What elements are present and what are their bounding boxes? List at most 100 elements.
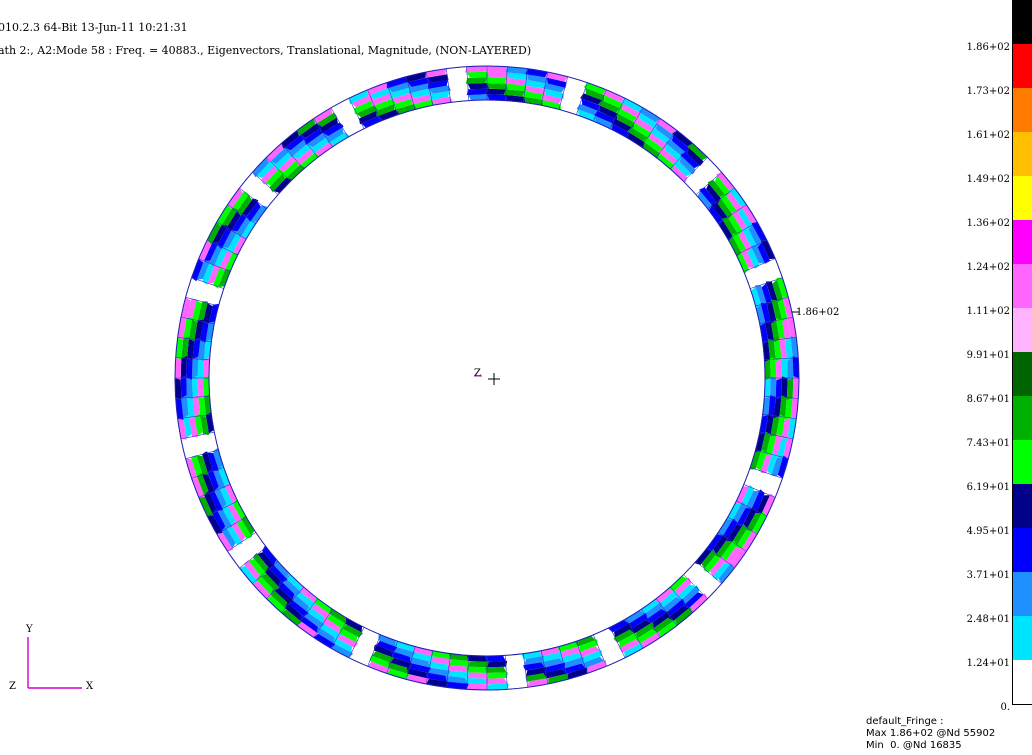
- ring-element: [464, 677, 487, 685]
- ring-element: [740, 204, 758, 224]
- ring-element: [714, 176, 730, 197]
- ring-element: [465, 666, 487, 673]
- triad-y-label: Y: [26, 624, 33, 635]
- ring-element: [241, 220, 258, 238]
- ring-element: [658, 153, 674, 171]
- ring-element: [740, 250, 755, 268]
- ring-element: [731, 233, 747, 251]
- ring-element: [760, 454, 772, 474]
- ring-element: [177, 418, 187, 440]
- ring-element: [391, 651, 411, 663]
- ring-element: [776, 437, 788, 459]
- legend-tick-label: 1.73+02: [966, 86, 1010, 97]
- ring-element: [665, 144, 682, 162]
- ring-element: [394, 647, 416, 658]
- ring-element: [622, 103, 641, 119]
- ring-element: [671, 135, 689, 154]
- ring-element: [770, 416, 780, 437]
- ring-element: [685, 157, 722, 197]
- ring-element: [577, 646, 600, 658]
- ring-element: [595, 115, 613, 130]
- legend-swatch: [1013, 528, 1032, 572]
- ring-element: [361, 115, 383, 128]
- legend-tick-label: 8.67+01: [966, 394, 1010, 405]
- ring-element: [371, 93, 391, 107]
- ring-element: [629, 619, 651, 634]
- ring-element: [722, 540, 737, 561]
- ring-element: [735, 486, 750, 504]
- ring-element: [186, 297, 198, 319]
- ring-element: [282, 160, 299, 179]
- ring-element: [776, 277, 789, 298]
- ring-element: [248, 559, 267, 577]
- ring-element: [390, 87, 410, 100]
- ring-element: [307, 606, 325, 624]
- ring-element: [587, 660, 607, 674]
- ring-element: [675, 577, 692, 596]
- ring-element: [760, 302, 771, 322]
- ring-element: [274, 151, 292, 171]
- ring-element: [333, 637, 352, 653]
- ring-element: [672, 130, 693, 147]
- ring-element: [658, 148, 678, 164]
- ring-element: [583, 649, 603, 663]
- ring-element: [687, 143, 708, 161]
- ring-element: [485, 77, 507, 84]
- ring-element: [683, 592, 704, 609]
- ring-element: [237, 195, 252, 216]
- ring-element: [329, 607, 347, 624]
- ring-element: [181, 297, 191, 320]
- ring-element: [314, 142, 335, 157]
- ring-element: [216, 204, 232, 227]
- ring-element: [773, 397, 782, 419]
- ring-element: [194, 413, 203, 436]
- ring-element: [196, 455, 209, 475]
- inner-ring-boundary: [208, 99, 766, 657]
- ring-element: [342, 624, 364, 638]
- ring-element: [787, 416, 797, 439]
- ring-element: [175, 398, 184, 420]
- ring-element: [369, 87, 393, 100]
- ring-element: [721, 217, 738, 235]
- ring-element: [207, 468, 219, 491]
- ring-element: [214, 247, 229, 266]
- ring-element: [711, 201, 728, 219]
- ring-element: [546, 77, 568, 89]
- ring-element: [203, 375, 210, 397]
- ring-element: [430, 650, 450, 660]
- ring-element: [639, 112, 658, 130]
- ring-element: [583, 82, 607, 95]
- ring-element: [217, 227, 231, 250]
- ring-element: [187, 338, 195, 361]
- ring-element: [430, 91, 450, 101]
- ring-element: [239, 565, 258, 584]
- ring-element: [608, 619, 629, 633]
- ring-element: [388, 82, 412, 93]
- ring-element: [633, 122, 651, 139]
- ring-element: [467, 71, 490, 78]
- ring-element: [219, 488, 234, 506]
- ring-element: [765, 281, 778, 301]
- ring-element: [183, 414, 192, 438]
- ring-element: [222, 503, 236, 526]
- legend-swatch: [1013, 44, 1032, 88]
- outer-ring-boundary: [174, 65, 800, 691]
- ring-element: [205, 321, 215, 341]
- ring-element: [221, 526, 236, 549]
- fringe-min: Min 0. @Nd 16835: [866, 740, 962, 751]
- ring-element: [652, 618, 674, 633]
- ring-element: [770, 376, 777, 397]
- ring-element: [755, 495, 770, 514]
- ring-element: [286, 573, 302, 592]
- legend-swatch: [1013, 220, 1032, 264]
- ring-element: [710, 556, 726, 577]
- ring-element: [191, 478, 205, 498]
- ring-element: [719, 220, 733, 241]
- ring-element: [503, 89, 525, 97]
- ring-element: [252, 581, 272, 599]
- ring-element: [386, 76, 407, 89]
- ring-element: [733, 501, 747, 523]
- ring-element: [218, 465, 230, 487]
- ring-element: [524, 96, 544, 106]
